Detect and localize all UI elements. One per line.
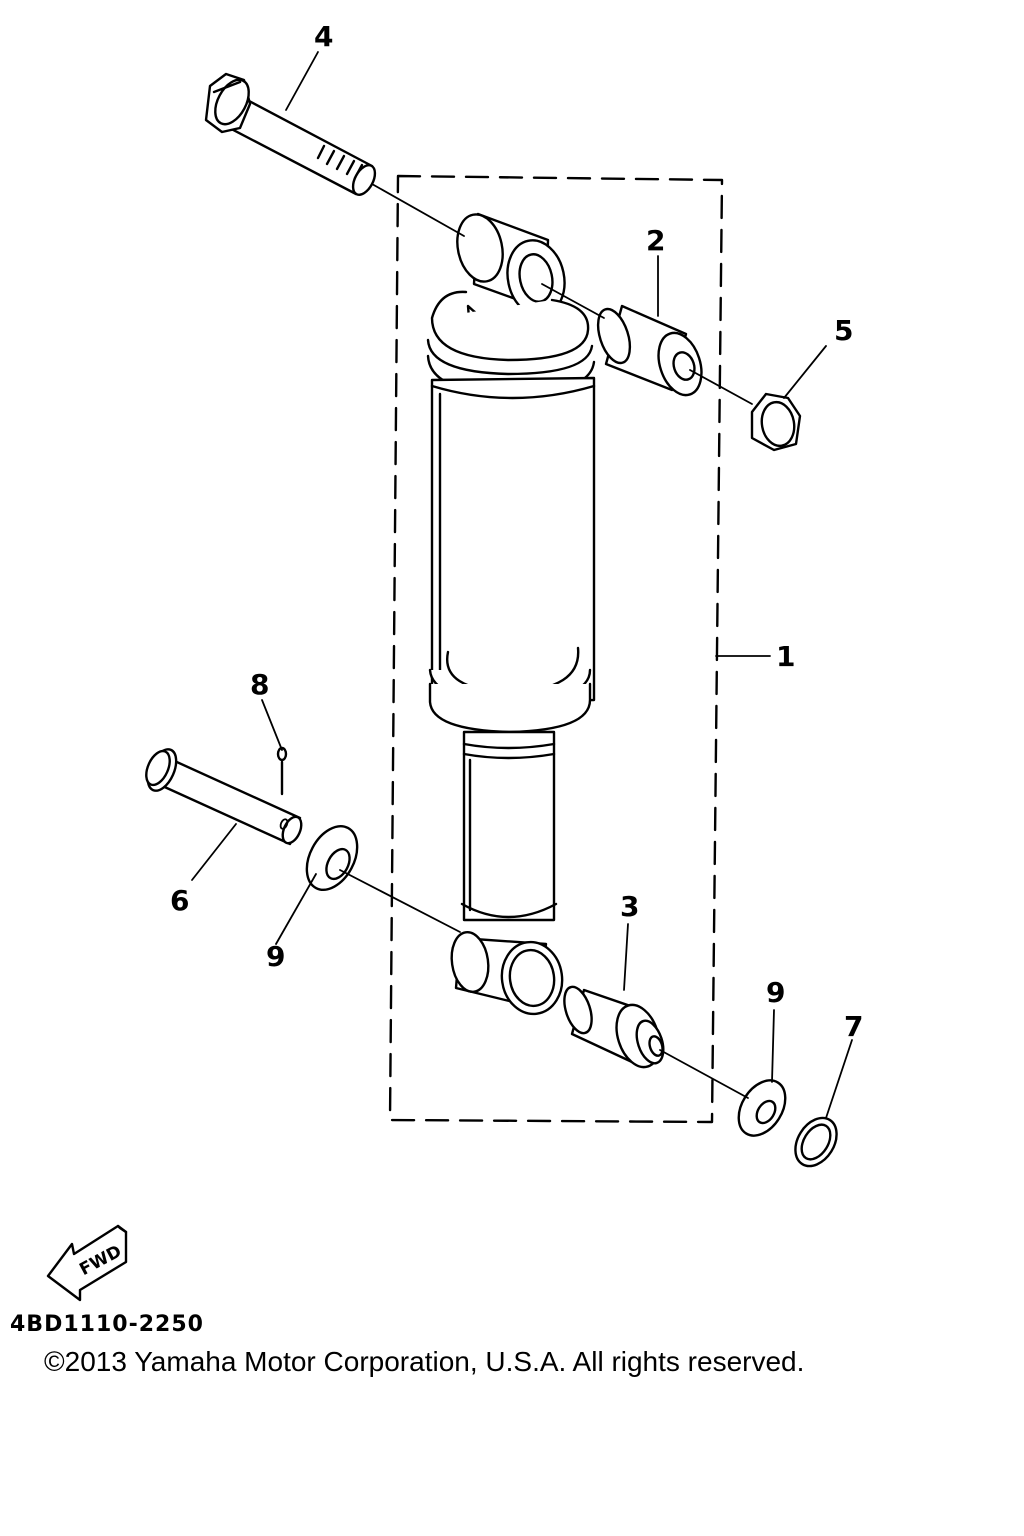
callout-6: 6 [170,884,189,917]
part-5-nut [750,392,802,452]
part-2-upper-bushing [596,304,703,397]
callout-5: 5 [834,314,853,347]
part-7-washer [794,1116,838,1168]
catalog-code: 4BD1110-2250 [10,1312,204,1337]
copyright-notice: ©2013 Yamaha Motor Corporation, U.S.A. A… [44,1346,805,1377]
callout-1: 1 [776,640,795,673]
leader-lines [191,51,853,1119]
part-8-cotter-pin [276,746,288,796]
part-9-washer-right [737,1079,787,1137]
callout-7: 7 [844,1010,863,1043]
part-6-lower-pin [145,748,303,846]
assembly-boundary-box [388,174,724,1124]
callout-8: 8 [250,668,269,701]
callout-9-right: 9 [766,976,785,1009]
callout-4: 4 [314,20,333,53]
callout-labels: 4 2 5 1 8 6 9 3 9 7 [170,20,863,1043]
part-4-upper-bolt [204,72,377,196]
part-3-lower-bushing [563,985,665,1069]
assembly-alignment-lines [339,183,753,1099]
part-9-washer-left [305,825,359,891]
callout-3: 3 [620,890,639,923]
forward-direction-arrow: FWD [46,1224,128,1302]
callout-9-left: 9 [266,940,285,973]
rear-shock-absorber [426,212,596,1016]
callout-2: 2 [646,224,665,257]
